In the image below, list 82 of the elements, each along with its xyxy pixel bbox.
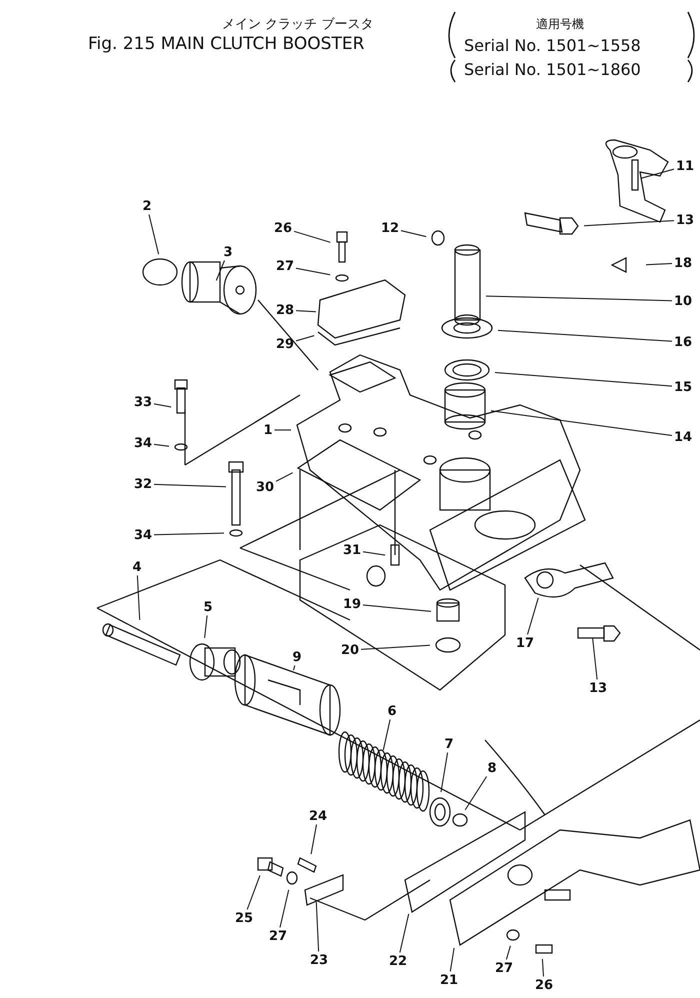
callout-number: 19 xyxy=(342,596,362,612)
callout-number: 33 xyxy=(133,394,154,410)
callout-number: 6 xyxy=(386,704,398,718)
leader-line xyxy=(592,638,598,680)
leader-line xyxy=(360,644,430,650)
leader-line xyxy=(382,719,391,751)
callout-number: 26 xyxy=(273,220,294,236)
callout-number: 3 xyxy=(222,244,234,260)
callout-number: 13 xyxy=(675,212,696,228)
leader-line xyxy=(506,945,511,960)
leader-line xyxy=(486,296,672,302)
serial-number-range: Serial No. 1501~1558 xyxy=(464,38,641,54)
leader-line xyxy=(296,335,315,342)
callout-number: 34 xyxy=(133,528,154,542)
leader-line xyxy=(148,214,160,255)
callout-number: 27 xyxy=(275,258,296,274)
leader-line xyxy=(542,958,544,977)
callout-number: 23 xyxy=(309,952,330,968)
callout-number: 27 xyxy=(268,928,288,944)
leader-line xyxy=(154,444,170,447)
leader-line xyxy=(584,220,674,226)
leader-line xyxy=(154,403,172,408)
callout-number: 10 xyxy=(673,294,694,308)
callout-number: 31 xyxy=(342,542,362,558)
leader-line xyxy=(440,752,448,793)
leader-line xyxy=(527,597,539,635)
callout-number: 26 xyxy=(534,978,554,992)
leader-line xyxy=(310,824,317,855)
leader-line xyxy=(640,168,674,179)
leader-line xyxy=(154,532,224,536)
callout-number: 28 xyxy=(275,302,296,318)
figure-title: Fig. 215 MAIN CLUTCH BOOSTER xyxy=(88,36,364,53)
leader-line xyxy=(246,875,260,910)
leader-line xyxy=(498,330,672,342)
callout-number: 7 xyxy=(444,736,455,752)
callout-number: 12 xyxy=(380,220,400,236)
callout-number: 14 xyxy=(673,430,694,444)
callout-number: 34 xyxy=(133,436,154,450)
callout-number: 20 xyxy=(340,642,360,658)
callout-number: 32 xyxy=(133,476,154,492)
callout-number: 4 xyxy=(132,560,143,574)
callout-number: 25 xyxy=(234,910,254,926)
callout-number: 11 xyxy=(675,158,696,174)
callout-number: 2 xyxy=(142,198,153,214)
leader-line xyxy=(494,372,672,387)
leader-line xyxy=(362,551,386,556)
leader-line xyxy=(216,260,225,281)
callout-number: 30 xyxy=(255,480,276,494)
leader-line xyxy=(450,947,455,972)
leader-line xyxy=(400,230,427,238)
leader-line xyxy=(204,615,208,638)
leader-line xyxy=(490,410,672,436)
leader-line xyxy=(646,263,672,266)
callout-number: 5 xyxy=(202,600,214,614)
serial-number-range: Serial No. 1501~1860 xyxy=(464,62,641,78)
callout-number: 9 xyxy=(292,650,303,664)
leader-line xyxy=(136,575,140,620)
callout-number: 16 xyxy=(673,334,694,350)
callout-number: 13 xyxy=(588,680,608,696)
callout-number: 1 xyxy=(262,422,274,438)
leader-line xyxy=(293,665,296,671)
leader-line xyxy=(296,310,316,312)
leader-line xyxy=(294,230,331,243)
callout-number: 17 xyxy=(515,636,536,650)
callout-number: 15 xyxy=(673,380,694,394)
callout-number: 8 xyxy=(486,760,498,776)
leader-line xyxy=(362,604,432,612)
leader-line xyxy=(280,889,290,928)
callout-number: 29 xyxy=(275,336,296,352)
leader-line xyxy=(316,902,320,952)
leader-line xyxy=(399,913,410,953)
leader-line xyxy=(296,268,331,276)
japanese-title: メイン クラッチ ブースタ xyxy=(222,18,374,31)
leader-line xyxy=(154,484,226,488)
leader-line xyxy=(276,472,294,482)
callout-number: 18 xyxy=(673,256,694,270)
callout-number: 24 xyxy=(308,808,328,824)
callout-number: 27 xyxy=(494,960,514,976)
callout-number: 22 xyxy=(388,954,408,968)
callout-number: 21 xyxy=(439,972,460,988)
leader-line xyxy=(464,776,488,810)
japanese-subtitle: 適用号機 xyxy=(536,18,584,30)
